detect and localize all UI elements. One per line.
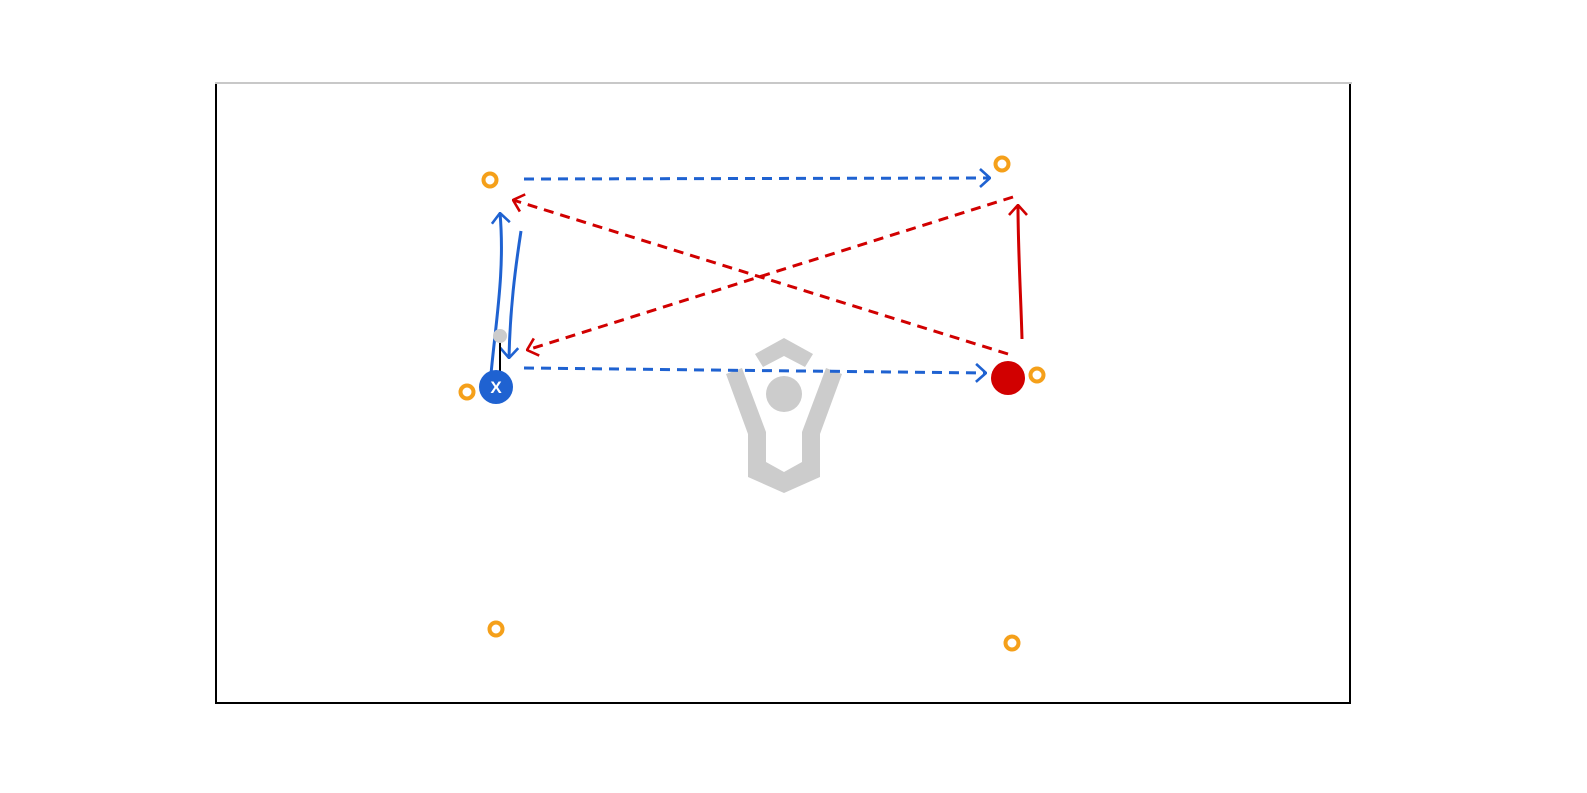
blue-pass-top bbox=[523, 178, 990, 179]
blue-player-label: X bbox=[490, 378, 502, 397]
blue-pass-bottom bbox=[523, 368, 986, 373]
red-paths bbox=[513, 197, 1022, 354]
cone-bottom-left bbox=[487, 620, 505, 638]
blue-run-down bbox=[509, 230, 523, 358]
goalie-body bbox=[726, 368, 842, 493]
blue-run-up bbox=[489, 213, 501, 375]
cone-top-right bbox=[993, 155, 1011, 173]
cone-mid-left bbox=[458, 383, 476, 401]
goalie-head bbox=[766, 376, 802, 412]
cone-top-left bbox=[481, 171, 499, 189]
cone-mid-right bbox=[1028, 366, 1046, 384]
red-player-marker bbox=[991, 361, 1025, 395]
goalie-crosse-head bbox=[755, 338, 813, 367]
red-player bbox=[991, 361, 1025, 395]
blue-paths bbox=[489, 178, 990, 375]
ball bbox=[493, 329, 507, 343]
cones bbox=[458, 155, 1046, 652]
blue-player: X bbox=[479, 329, 513, 404]
cone-bottom-right bbox=[1003, 634, 1021, 652]
lacrosse-goalie-icon bbox=[726, 338, 842, 493]
blue-player-marker bbox=[479, 370, 513, 404]
red-run-up bbox=[1018, 205, 1022, 340]
